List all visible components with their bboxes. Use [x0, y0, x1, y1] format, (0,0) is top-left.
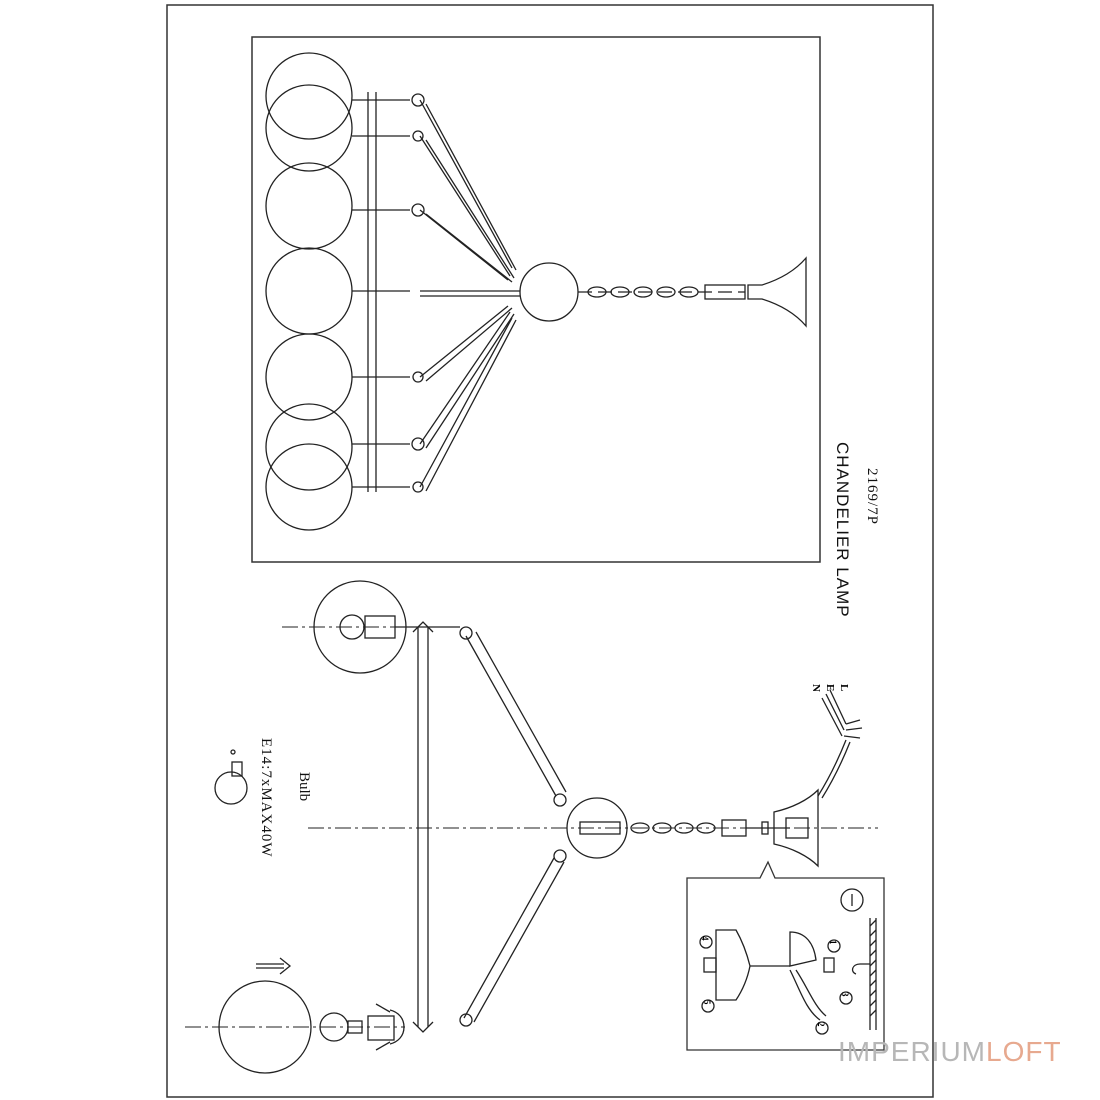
model-number: 2169/7P [864, 468, 880, 526]
detail-inset-drawing [699, 888, 877, 1035]
detail-step-3: 3 [840, 992, 850, 997]
side-view-chain [630, 819, 790, 837]
outer-frame [166, 4, 934, 1098]
bulb-spec: E14:7xMAX40W [258, 738, 274, 858]
detail-step-5: 5 [702, 1000, 712, 1005]
side-view-drawing [185, 580, 878, 1074]
wire-label-n: N [810, 684, 822, 692]
side-view-canopy [773, 788, 819, 868]
top-view-globes [265, 52, 353, 531]
top-view-hooks [411, 93, 425, 493]
top-view-arms [352, 99, 520, 492]
top-view-hub [519, 262, 579, 322]
detail-step-4: 4 [700, 936, 710, 941]
detail-step-2: 2 [816, 1022, 826, 1027]
side-view-hub [566, 797, 628, 859]
top-view-frame [251, 36, 821, 563]
bulb-label: Bulb [296, 772, 312, 802]
side-view-bottom-globe [218, 980, 312, 1074]
detail-step-1: 1 [828, 940, 838, 945]
brand-watermark: IMPERIUMLOFT [838, 1036, 1062, 1068]
top-view-canopy [747, 256, 807, 328]
top-view-drawing [265, 52, 807, 531]
wire-label-l: L [838, 684, 850, 692]
brand-watermark-part1: IMPERIUM [838, 1036, 986, 1067]
brand-watermark-part2: LOFT [986, 1036, 1062, 1067]
bulb-icon [214, 749, 248, 805]
detail-inset-frame [686, 860, 885, 1051]
drawing-title: CHANDELIER LAMP [833, 442, 852, 618]
top-view-chain [578, 284, 746, 300]
wire-label-e: E [824, 684, 836, 692]
